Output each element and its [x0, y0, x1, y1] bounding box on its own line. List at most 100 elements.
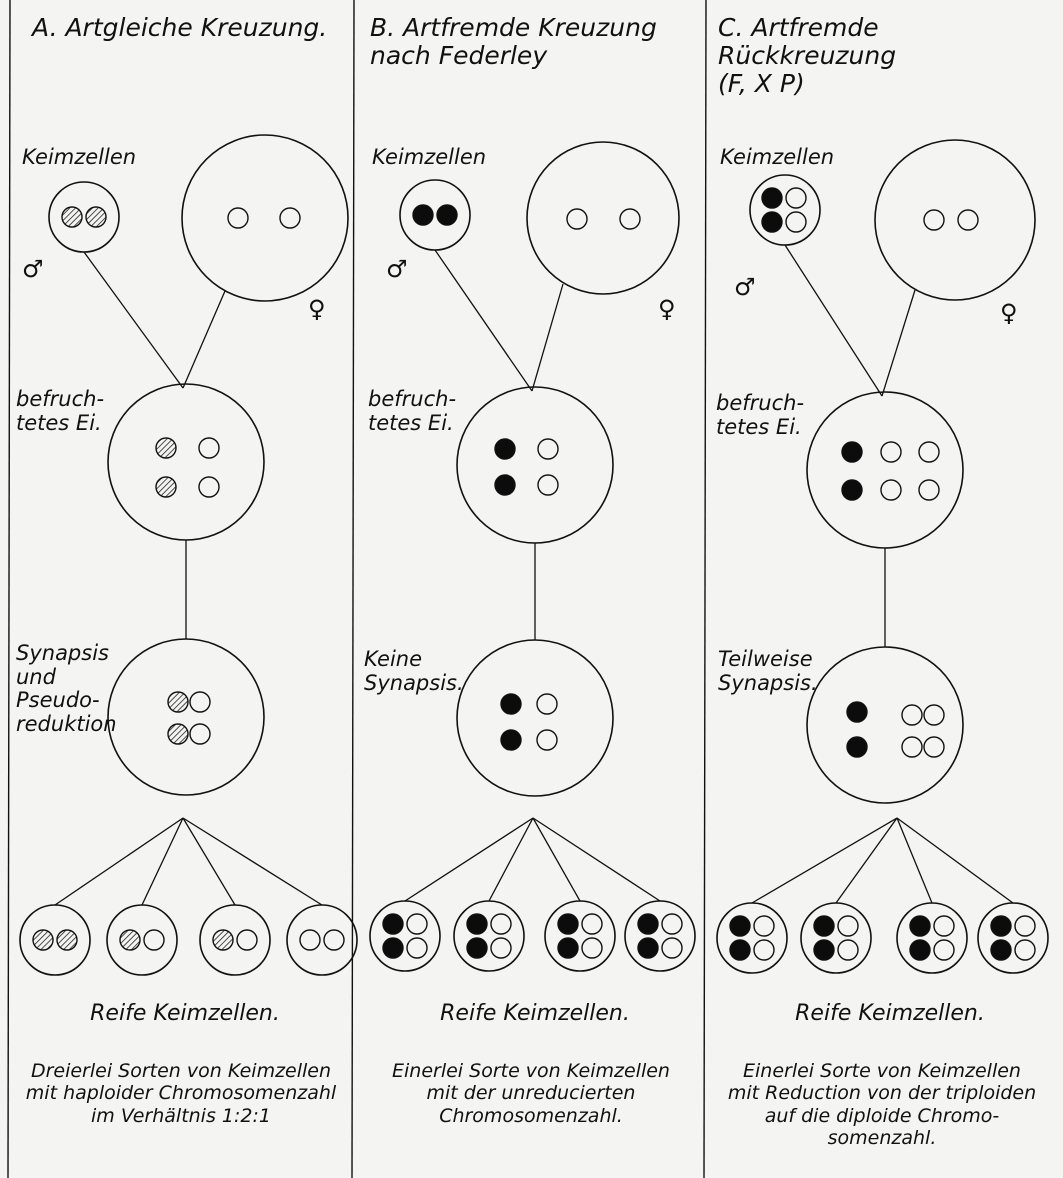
panel-a-mature-chromosome — [299, 929, 321, 951]
panel-c-male-chromosome — [785, 211, 807, 233]
panel-c-mature-chromosome — [909, 939, 931, 961]
connector-lines — [54, 244, 1014, 906]
panel-c-female-chromosome — [957, 209, 979, 231]
panel-b-mature-cell-4 — [624, 900, 696, 972]
panel-b-line-to-mature-1 — [404, 817, 534, 902]
panel-a-female-chromosome — [227, 207, 249, 229]
panel-a-mature-cell-2 — [106, 904, 178, 976]
panel-c-mature-cell-3 — [896, 902, 968, 974]
panel-c-synapsis-chromosome — [923, 736, 945, 758]
panel-a-title: A. Artgleiche Kreuzung. — [32, 13, 328, 42]
panel-b-mature-chromosome — [661, 913, 683, 935]
panel-b-title: B. Artfremde Kreuzung nach Federley — [370, 13, 657, 70]
panel-a-female-germ-cell — [181, 134, 349, 302]
panel-c-mature-cell-2 — [800, 902, 872, 974]
panel-a-mature-chromosome — [236, 929, 258, 951]
panel-b-mature-cell-3 — [544, 900, 616, 972]
cell-circles — [19, 134, 1049, 976]
panel-b-egg-label: befruch- tetes Ei. — [368, 387, 457, 435]
panel-c-egg-chromosome — [841, 479, 863, 501]
panel-divider-1 — [7, 0, 11, 1178]
panel-a-female-chromosome — [279, 207, 301, 229]
panel-c-mature-cell-4 — [977, 902, 1049, 974]
panel-c-synapsis-chromosome — [923, 704, 945, 726]
panel-c-mature-chromosome — [990, 915, 1012, 937]
panel-b-mature-chromosome — [466, 937, 488, 959]
panel-c-egg-chromosome — [918, 479, 940, 501]
panel-a-line-to-mature-1 — [54, 817, 184, 906]
panel-c-line-female-to-egg — [881, 289, 916, 397]
panel-b-line-to-mature-3 — [532, 817, 581, 902]
panel-a-male-chromosome — [61, 206, 83, 228]
panel-a-mature-chromosome — [32, 929, 54, 951]
panel-b-mature-chromosome — [661, 937, 683, 959]
panel-a-egg-chromosome — [198, 437, 220, 459]
panel-b-mature-chromosome — [557, 913, 579, 935]
panel-b-male-germ-cell — [399, 179, 471, 251]
panel-a-synapsis-chromosome — [189, 691, 211, 713]
panel-c-line-to-mature-4 — [896, 817, 1014, 904]
panel-a-synapsis-chromosome — [167, 723, 189, 745]
panel-b-female-chromosome — [566, 208, 588, 230]
panel-b-female-chromosome — [619, 208, 641, 230]
panel-b-mature-chromosome — [382, 937, 404, 959]
panel-a-mature-chromosome — [212, 929, 234, 951]
panel-c-synapsis-chromosome — [846, 736, 868, 758]
panel-c-line-to-mature-2 — [835, 817, 898, 904]
panel-b-line-to-mature-2 — [488, 817, 534, 902]
panel-b-mature-cell-2 — [453, 900, 525, 972]
panel-c-mature-chromosome — [813, 915, 835, 937]
panel-b-meiosis-cell — [456, 639, 614, 797]
panel-c-mature-chromosome — [837, 915, 859, 937]
panel-a-female-symbol: ♀ — [308, 295, 326, 323]
panel-c-female-chromosome — [923, 209, 945, 231]
panel-b-mature-chromosome — [637, 913, 659, 935]
panel-b-mature-chromosome — [581, 913, 603, 935]
panel-b-fertilized-egg — [456, 386, 614, 544]
panel-c-fertilized-egg — [806, 391, 964, 549]
panel-c-mature-chromosome — [1014, 939, 1036, 961]
panel-b-description: Einerlei Sorte von Keimzellen mit der un… — [392, 1060, 670, 1127]
panel-a-line-to-mature-2 — [141, 817, 184, 906]
panel-b-synapsis-chromosome — [500, 693, 522, 715]
panel-b-female-germ-cell — [526, 141, 680, 295]
panel-c-title: C. Artfremde Rückkreuzung (F, X P) — [718, 13, 897, 98]
panel-c-synapsis-chromosome — [901, 736, 923, 758]
panel-a-synapsis-chromosome — [167, 691, 189, 713]
panel-b-mature-chromosome — [557, 937, 579, 959]
panel-c-mature-chromosome — [753, 915, 775, 937]
panel-c-mature-chromosome — [933, 915, 955, 937]
panel-c-male-chromosome — [761, 211, 783, 233]
panel-c-egg-chromosome — [918, 441, 940, 463]
panel-b-egg-chromosome — [494, 438, 516, 460]
panel-c-germ-cells-label: Keimzellen — [720, 145, 835, 169]
panel-b-mature-chromosome — [466, 913, 488, 935]
panel-a-male-chromosome — [85, 206, 107, 228]
panel-a-line-female-to-egg — [182, 290, 226, 389]
panel-b-mature-chromosome — [490, 913, 512, 935]
panel-b-egg-chromosome — [537, 474, 559, 496]
panel-a-mature-cell-1 — [19, 904, 91, 976]
panel-b-germ-cells-label: Keimzellen — [372, 145, 487, 169]
panel-a-egg-chromosome — [155, 476, 177, 498]
panel-c-mature-chromosome — [729, 915, 751, 937]
panel-c-mature-chromosome — [990, 939, 1012, 961]
panel-c-mature-chromosome — [813, 939, 835, 961]
panel-c-description: Einerlei Sorte von Keimzellen mit Reduct… — [727, 1060, 1037, 1150]
panel-c-mature-chromosome — [837, 939, 859, 961]
panel-divider-3 — [703, 0, 707, 1178]
panel-b-line-male-to-egg — [434, 249, 533, 392]
panel-c-female-symbol: ♀ — [1000, 299, 1018, 327]
panel-c-egg-label: befruch- tetes Ei. — [716, 391, 805, 439]
panel-a-synapsis-chromosome — [189, 723, 211, 745]
panel-c-egg-chromosome — [880, 479, 902, 501]
panel-a-mature-chromosome — [323, 929, 345, 951]
panel-divider-2 — [351, 0, 355, 1178]
panel-a-egg-label: befruch- tetes Ei. — [16, 387, 105, 435]
panel-b-female-symbol: ♀ — [658, 295, 676, 323]
panel-b-line-female-to-egg — [531, 283, 564, 392]
panel-c-male-symbol: ♂ — [734, 273, 756, 301]
panel-b-mature-cell-1 — [369, 900, 441, 972]
panel-b-male-chromosome — [436, 204, 458, 226]
